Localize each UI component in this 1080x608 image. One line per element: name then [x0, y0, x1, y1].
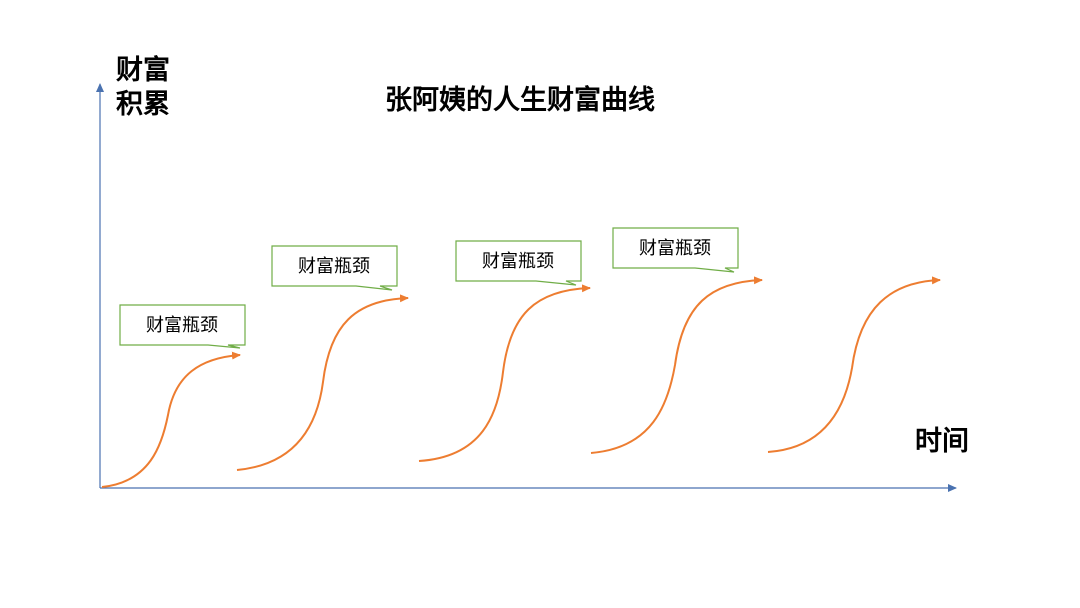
y-axis-label: 财富 积累 — [116, 54, 170, 122]
callout-label: 财富瓶颈 — [482, 251, 554, 272]
wealth-curve-4 — [590, 276, 763, 454]
wealth-curve-5 — [767, 276, 941, 453]
wealth-curve-3 — [418, 284, 591, 462]
callout-bottleneck-4: 财富瓶颈 — [612, 227, 739, 273]
callout-label: 财富瓶颈 — [146, 315, 218, 336]
y-axis-label-line-1: 财富 — [116, 55, 170, 86]
callout-label: 财富瓶颈 — [639, 238, 711, 259]
callout-bottleneck-2: 财富瓶颈 — [271, 245, 398, 291]
callout-bottleneck-1: 财富瓶颈 — [119, 304, 246, 349]
wealth-curve-1 — [101, 351, 241, 488]
callout-label: 财富瓶颈 — [298, 256, 370, 277]
wealth-curve-2 — [236, 294, 409, 471]
callout-bottleneck-3: 财富瓶颈 — [455, 240, 582, 286]
x-axis-label: 时间 — [915, 426, 969, 457]
y-axis-label-line-2: 积累 — [116, 89, 170, 120]
diagram-title: 张阿姨的人生财富曲线 — [385, 85, 655, 116]
